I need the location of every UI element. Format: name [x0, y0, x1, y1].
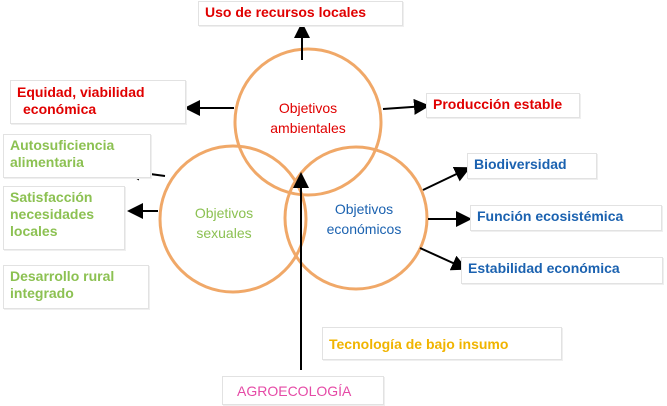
arrow-to-estabilidad — [419, 247, 468, 271]
box-produccion-estable: Producción estable — [426, 93, 580, 118]
label-economicos-line1: Objetivos — [334, 201, 394, 217]
box-biodiversidad: Biodiversidad — [467, 153, 597, 179]
text-uso-recursos-locales: Uso de recursos locales — [205, 4, 367, 20]
circle-objetivos-sexuales — [158, 144, 308, 294]
text-funcion-ecosistemica: Función ecosistémica — [477, 208, 624, 224]
text-produccion-estable: Producción estable — [433, 96, 563, 112]
box-uso-recursos-locales: Uso de recursos locales — [198, 1, 403, 26]
text-equidad-line2: económica — [23, 101, 97, 117]
text-estabilidad-economica: Estabilidad económica — [468, 260, 620, 276]
box-agroecologia: AGROECOLOGÍA — [222, 376, 384, 405]
label-objetivos-sexuales: Objetivos sexuales — [174, 203, 274, 243]
label-sexuales-line1: Objetivos — [194, 205, 254, 221]
box-autosuficiencia: Autosuficiencia alimentaria — [3, 134, 151, 178]
label-objetivos-ambientales: Objetivos ambientales — [258, 98, 358, 138]
label-sexuales-line2: sexuales — [196, 225, 252, 241]
circle-objetivos-economicos — [283, 145, 429, 291]
text-equidad-line1: Equidad, viabilidad — [17, 84, 145, 100]
text-agroecologia: AGROECOLOGÍA — [237, 383, 352, 399]
text-autosuficiencia-line2: alimentaria — [10, 154, 84, 170]
text-desarrollo-line2: integrado — [10, 285, 74, 301]
label-ambientales-line1: Objetivos — [278, 100, 338, 116]
circle-objetivos-ambientales — [233, 47, 383, 197]
box-funcion-ecosistemica: Función ecosistémica — [470, 205, 662, 231]
text-satisfaccion-line2: necesidades — [10, 206, 95, 222]
label-objetivos-economicos: Objetivos económicos — [314, 199, 414, 239]
box-desarrollo-rural: Desarrollo rural integrado — [3, 265, 149, 309]
label-economicos-line2: económicos — [326, 221, 402, 237]
label-ambientales-line2: ambientales — [270, 120, 346, 136]
box-estabilidad-economica: Estabilidad económica — [461, 257, 663, 284]
text-satisfaccion-line1: Satisfacción — [10, 189, 93, 205]
text-desarrollo-line1: Desarrollo rural — [10, 268, 115, 284]
text-autosuficiencia-line1: Autosuficiencia — [10, 137, 115, 153]
text-satisfaccion-line3: locales — [10, 223, 58, 239]
text-biodiversidad: Biodiversidad — [474, 156, 567, 172]
text-tecnologia-bajo-insumo: Tecnología de bajo insumo — [329, 336, 509, 352]
box-satisfaccion-necesidades: Satisfacción necesidades locales — [3, 186, 125, 250]
arrow-to-produccion — [382, 98, 430, 115]
box-tecnologia-bajo-insumo: Tecnología de bajo insumo — [322, 327, 562, 360]
box-equidad-viabilidad: Equidad, viabilidad económica — [10, 80, 186, 124]
arrow-to-biodiversidad — [422, 166, 471, 191]
